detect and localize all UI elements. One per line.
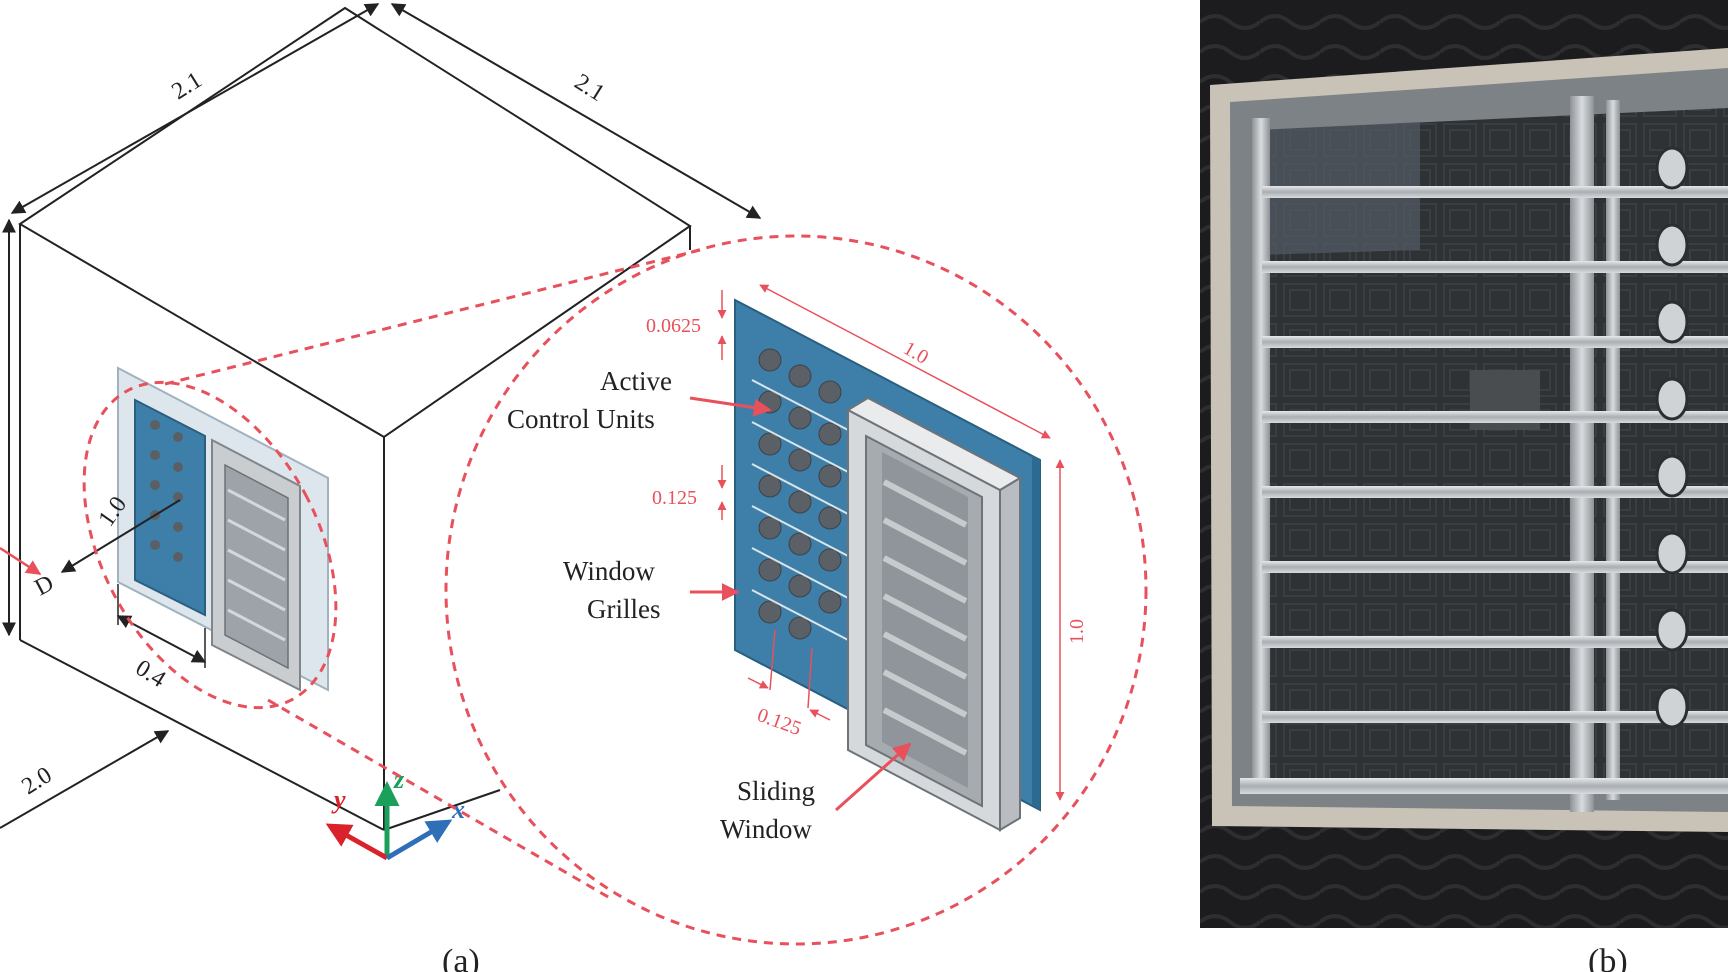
callout-active-arrow [689,396,772,417]
dim-spacing-horizontal: 0.125 [754,704,804,740]
callout-active-line1: Active [600,366,672,396]
distance-label: D [31,570,59,601]
panel-b-label: (b) [1588,943,1628,972]
axis-z-label: z [393,765,405,794]
callout-grilles-line2: Grilles [587,594,661,624]
axis-y-label: y [331,785,346,814]
zoom-connector-top [164,248,701,386]
detail-dimensions [717,284,1065,801]
wall-window-units [150,420,183,562]
dim-line-window-height [60,499,181,573]
dim-line-bottom [0,730,170,829]
dim-top-right: 2.1 [570,69,609,107]
photo-panel [1200,0,1728,972]
photo-control-units [1655,146,1689,729]
dim-spacing-vertical: 0.125 [652,487,697,509]
distance-arrow [0,546,42,576]
zoom-connector-bottom [267,698,611,900]
dim-detail-width: 1.0 [900,337,933,369]
room-bottom-left [19,639,385,831]
room-bottom-right [383,789,501,831]
callout-active-line2: Control Units [507,404,655,434]
axis-x-label: x [451,795,465,824]
zoom-source-ellipse [82,380,338,710]
detail-window [734,298,1041,832]
dim-detail-height: 1.0 [1066,619,1088,644]
callout-grilles-line1: Window [563,556,655,586]
dim-line-top-right [390,3,762,219]
callout-sliding-line1: Sliding [737,776,815,806]
dim-bottom: 2.0 [17,762,56,800]
dim-top-left: 2.1 [167,67,206,105]
coordinate-axes: z y x [325,765,465,861]
room-drawing: 2.1 2.1 2.0 1.0 0.4 D [0,3,762,861]
dim-frame-margin: 0.0625 [646,315,701,337]
callout-sliding-line2: Window [720,814,812,844]
dim-line-top-left [10,3,380,214]
photo-grille-bars [1262,186,1728,723]
zoom-detail-ellipse [444,234,1148,946]
panel-a-label: (a) [442,943,480,972]
callout-sliding-arrow [835,742,912,812]
wall-window-grille [134,398,206,617]
